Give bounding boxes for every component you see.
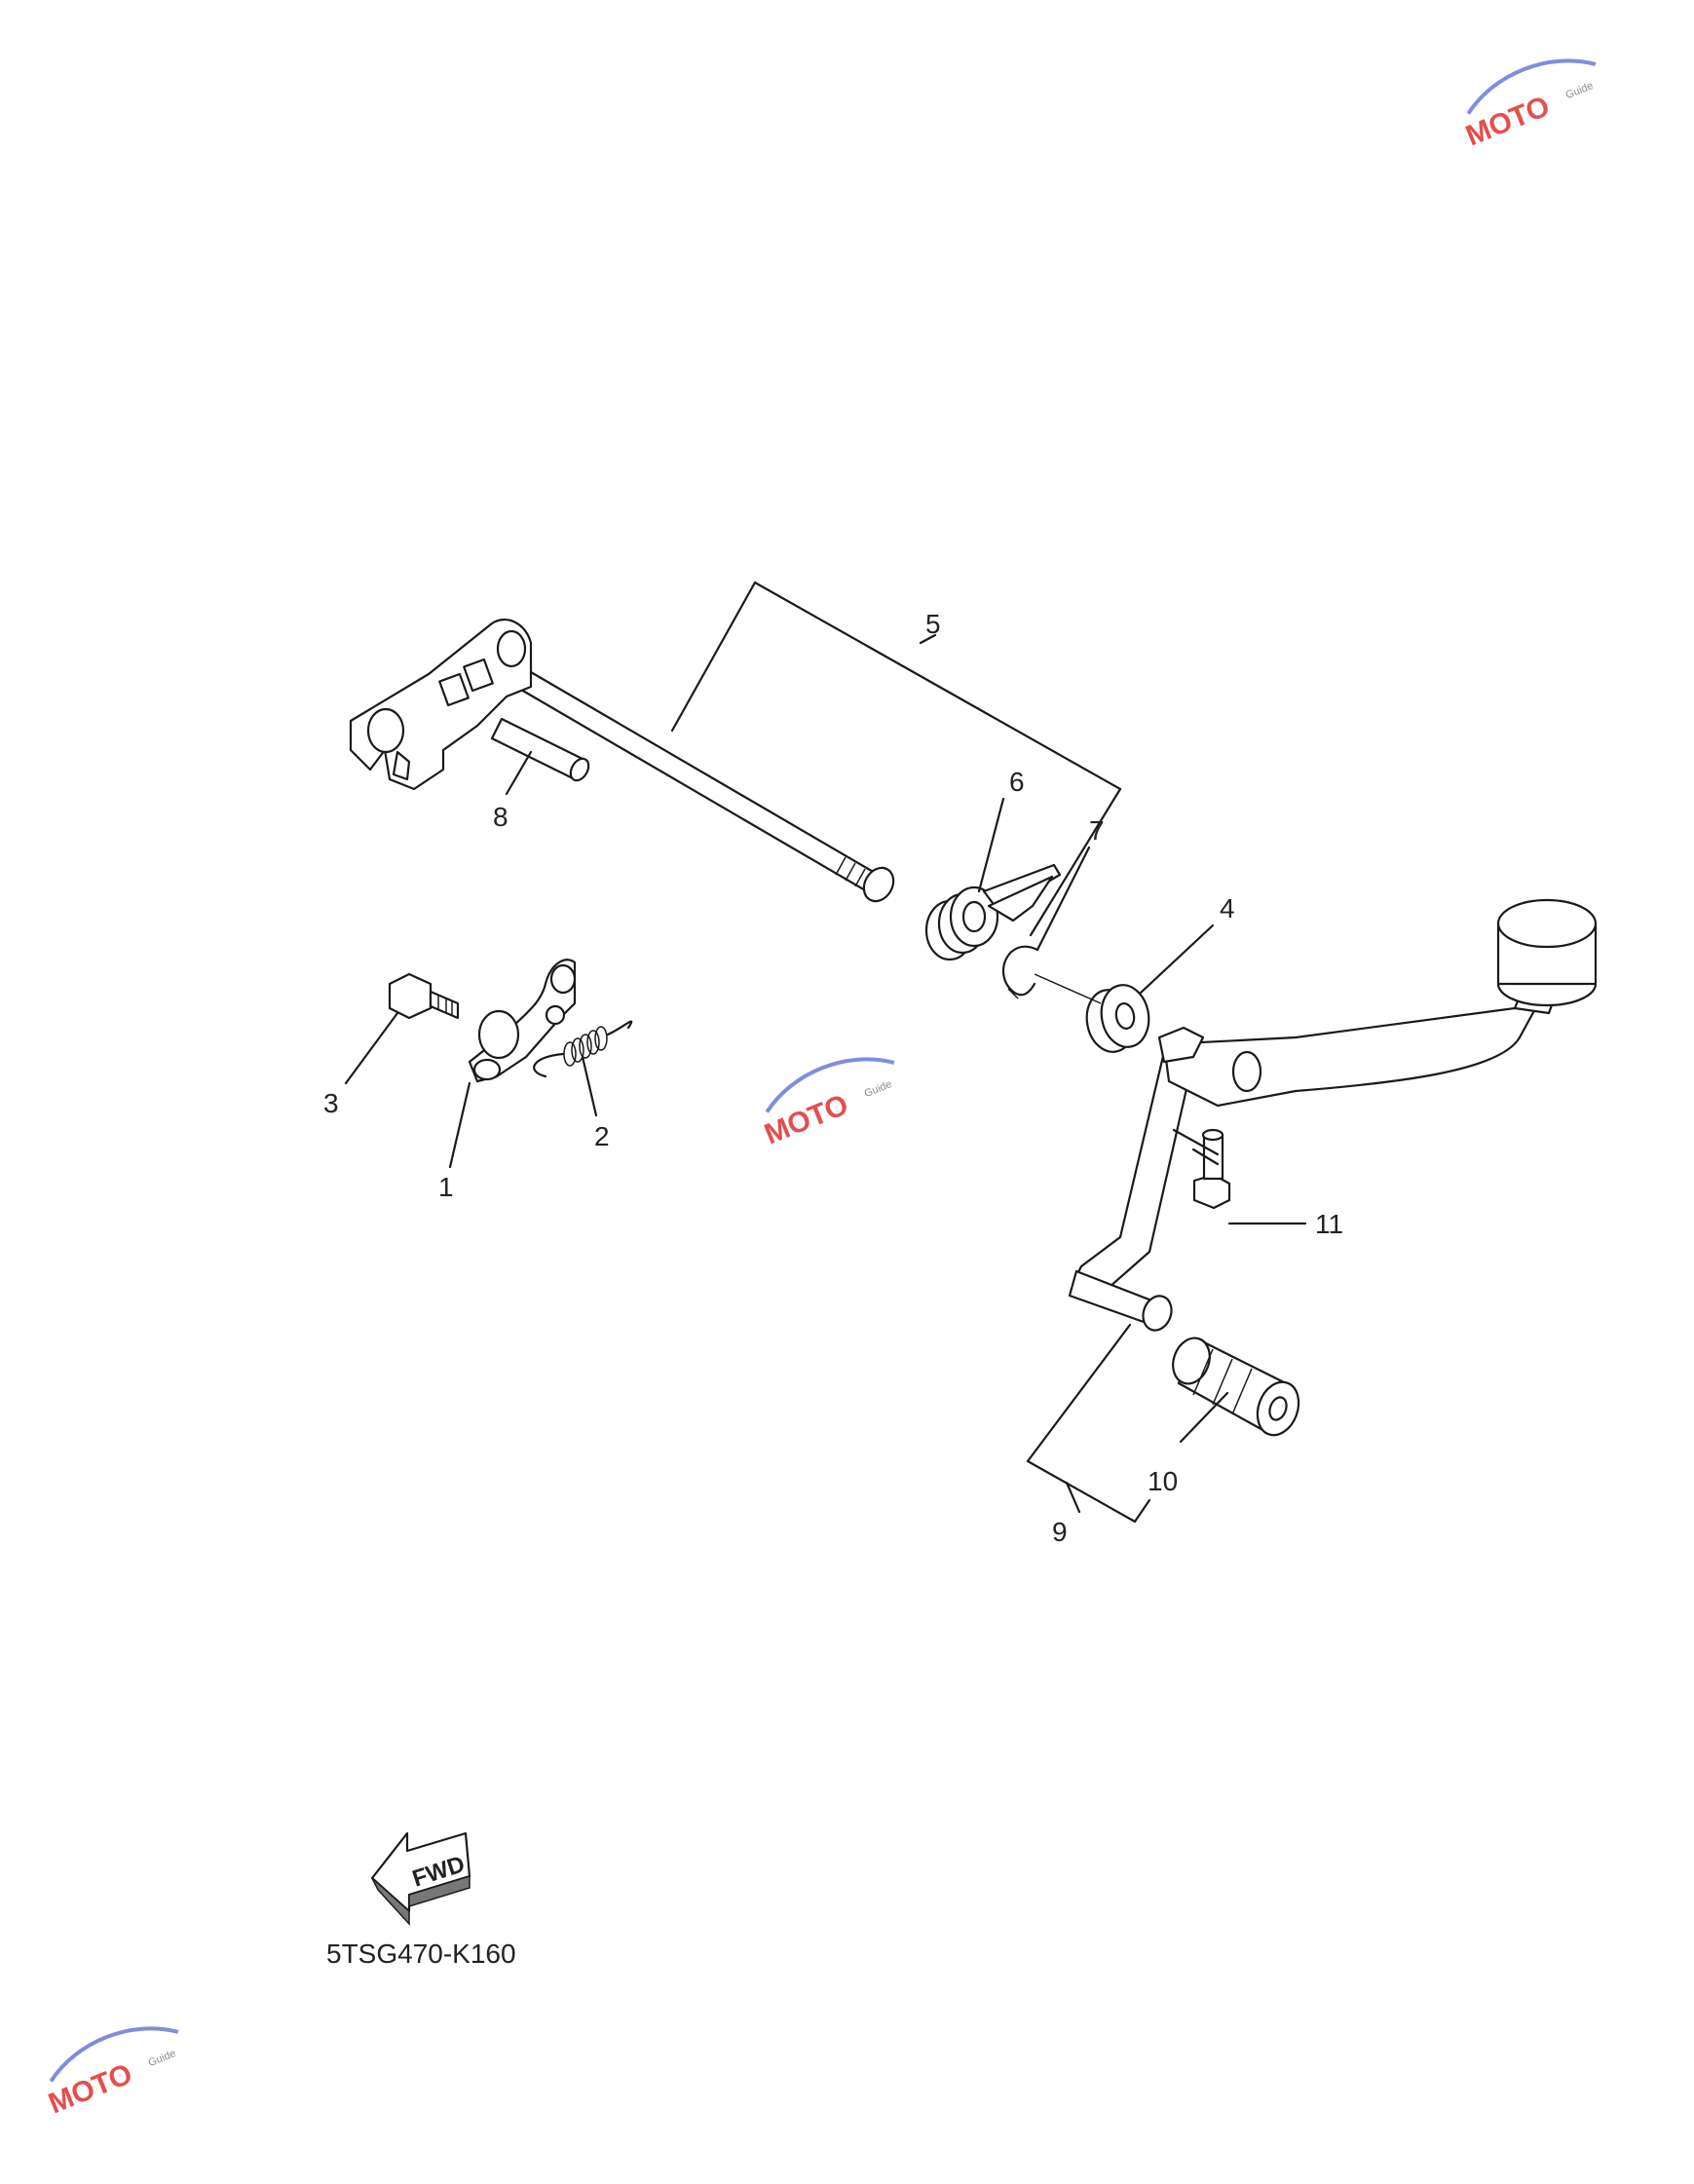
callout-11: 11 (1315, 1209, 1343, 1239)
watermark-logo-top: MOTO Guide (1461, 58, 1597, 152)
diagram-code: 5TSG470-K160 (326, 1939, 516, 1969)
watermark-logo-center: MOTO Guide (760, 1057, 895, 1150)
svg-text:MOTO: MOTO (1461, 90, 1554, 152)
pedal-bolt (1192, 1128, 1231, 1210)
fwd-arrow-icon: FWD (370, 1831, 471, 1926)
callout-1: 1 (438, 1172, 454, 1202)
callout-7: 7 (1089, 815, 1105, 846)
tension-spring (533, 1020, 633, 1078)
circlip (1002, 945, 1039, 999)
svg-text:MOTO: MOTO (760, 1088, 852, 1150)
callout-6: 6 (1009, 767, 1025, 797)
shift-pedal (1068, 898, 1598, 1332)
callout-2: 2 (594, 1121, 610, 1151)
pin (490, 717, 590, 782)
svg-text:Guide: Guide (147, 2048, 178, 2069)
callout-4: 4 (1220, 893, 1235, 923)
pedal-rubber (1172, 1337, 1300, 1437)
leader-lines (344, 581, 1307, 1524)
callout-8: 8 (493, 802, 508, 832)
callout-3: 3 (323, 1088, 339, 1118)
callout-10: 10 (1148, 1466, 1178, 1496)
callout-5: 5 (925, 609, 941, 639)
callout-9: 9 (1052, 1517, 1068, 1547)
shift-shaft (349, 618, 895, 903)
svg-text:MOTO: MOTO (44, 2057, 136, 2120)
torsion-spring (924, 863, 1062, 961)
svg-text:Guide: Guide (1564, 80, 1596, 101)
watermark-logo-bottom: MOTO Guide (44, 2026, 179, 2120)
oil-seal (1034, 973, 1150, 1053)
svg-text:Guide: Guide (863, 1078, 894, 1100)
stopper-lever (468, 959, 577, 1083)
lever-bolt (388, 972, 460, 1020)
